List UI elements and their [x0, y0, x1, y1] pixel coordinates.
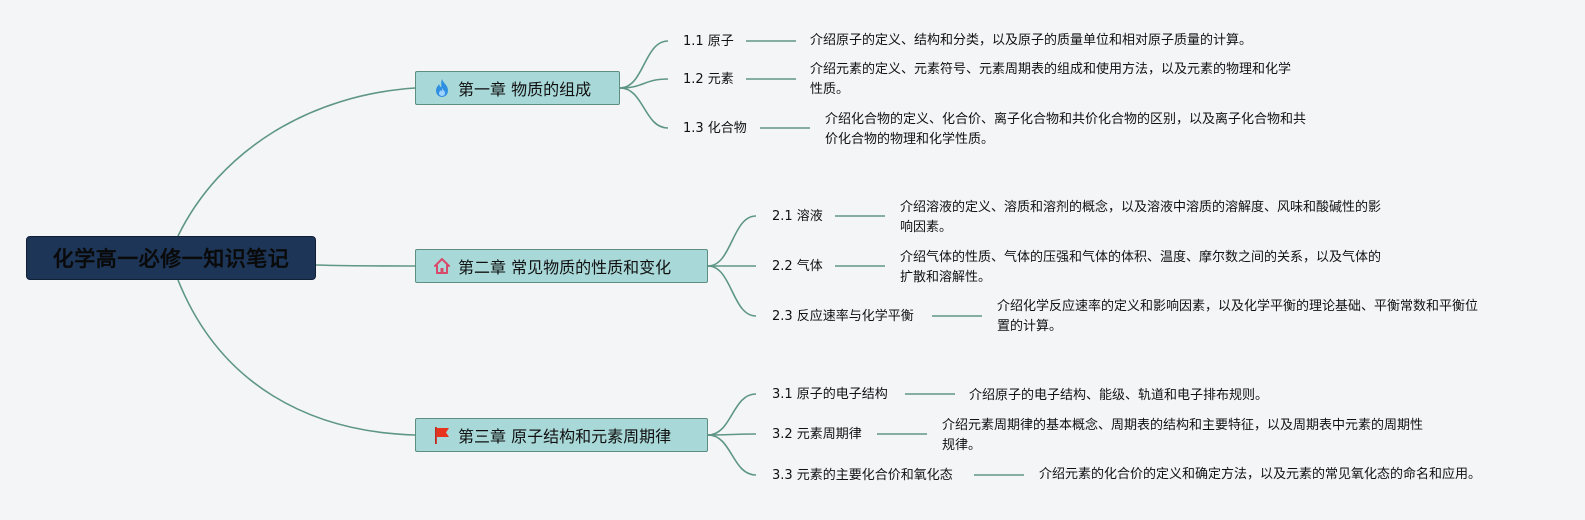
home-icon: [432, 256, 452, 276]
edge-root-chapter-2: [315, 264, 416, 267]
subtopic-description: 介绍元素的化合价的定义和确定方法，以及元素的常见氧化态的命名和应用。: [1039, 467, 1482, 482]
subtopic-label[interactable]: 3.1 原子的电子结构: [772, 387, 888, 402]
subtopic-description: 介绍化学反应速率的定义和影响因素，以及化学平衡的理论基础、平衡常数和平衡位置的计…: [997, 299, 1479, 334]
fire-icon: [432, 78, 452, 98]
chapter-title: 第三章 原子结构和元素周期律: [458, 427, 672, 446]
chapter-node-3[interactable]: 第三章 原子结构和元素周期律: [415, 418, 708, 452]
chapter-title: 第二章 常见物质的性质和变化: [458, 258, 672, 277]
subtopic-label[interactable]: 1.2 元素: [683, 72, 734, 87]
root-node[interactable]: 化学高一必修一知识笔记: [26, 236, 316, 280]
subtopic-label[interactable]: 3.3 元素的主要化合价和氧化态: [772, 468, 953, 483]
subtopic-description: 介绍气体的性质、气体的压强和气体的体积、温度、摩尔数之间的关系，以及气体的扩散和…: [900, 250, 1382, 285]
subtopic-description: 介绍原子的定义、结构和分类，以及原子的质量单位和相对原子质量的计算。: [810, 33, 1253, 48]
subtopic-description: 介绍元素周期律的基本概念、周期表的结构和主要特征，以及周期表中元素的周期性规律。: [942, 418, 1424, 453]
edge-chapter-2-sub-3: [707, 265, 757, 317]
root-title: 化学高一必修一知识笔记: [52, 247, 290, 271]
edge-root-chapter-1: [177, 87, 416, 237]
edge-chapter-1-sub-1: [619, 40, 669, 89]
subtopic-label[interactable]: 2.2 气体: [772, 259, 823, 274]
subtopic-label[interactable]: 2.3 反应速率与化学平衡: [772, 309, 914, 324]
flag-icon: [432, 425, 452, 445]
subtopic-description: 介绍原子的电子结构、能级、轨道和电子排布规则。: [969, 388, 1269, 403]
edge-chapter-3-sub-3: [707, 434, 757, 476]
chapter-node-2[interactable]: 第二章 常见物质的性质和变化: [415, 249, 708, 283]
edge-chapter-2-sub-1: [707, 215, 757, 267]
subtopic-label[interactable]: 2.1 溶液: [772, 209, 823, 224]
subtopic-description: 介绍化合物的定义、化合价、离子化合物和共价化合物的区别，以及离子化合物和共价化合…: [825, 112, 1307, 147]
edge-chapter-1-sub-3: [619, 87, 669, 129]
subtopic-label[interactable]: 3.2 元素周期律: [772, 427, 862, 442]
edge-root-chapter-3: [177, 279, 416, 436]
chapter-title: 第一章 物质的组成: [458, 80, 592, 99]
subtopic-label[interactable]: 1.3 化合物: [683, 121, 747, 136]
subtopic-description: 介绍元素的定义、元素符号、元素周期表的组成和使用方法，以及元素的物理和化学性质。: [810, 62, 1292, 97]
chapter-node-1[interactable]: 第一章 物质的组成: [415, 71, 620, 105]
subtopic-label[interactable]: 1.1 原子: [683, 34, 734, 49]
edge-chapter-1-sub-2: [619, 78, 669, 89]
subtopic-description: 介绍溶液的定义、溶质和溶剂的概念，以及溶液中溶质的溶解度、风味和酸碱性的影响因素…: [900, 200, 1382, 235]
edge-chapter-3-sub-1: [707, 393, 757, 436]
